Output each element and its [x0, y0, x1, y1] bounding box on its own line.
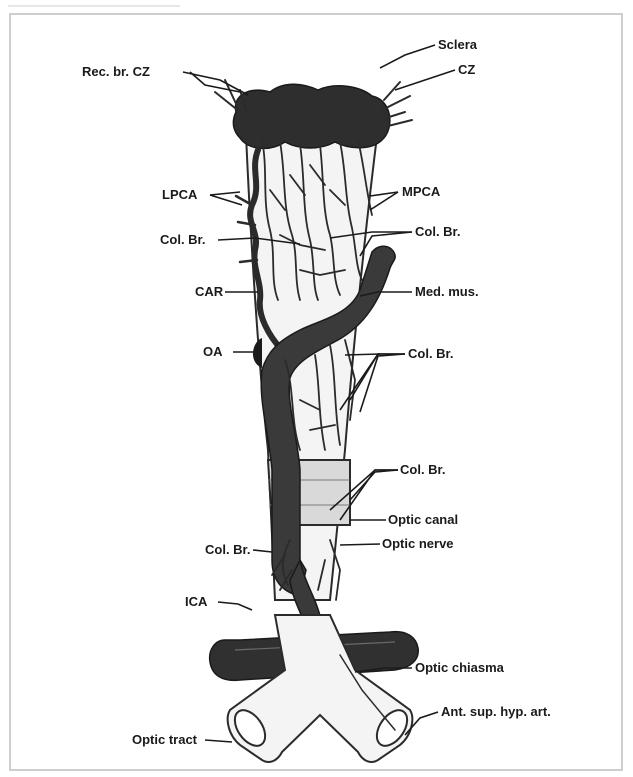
label-cz: CZ — [458, 62, 475, 77]
label-optic-tract: Optic tract — [132, 732, 198, 747]
label-rec-br-cz: Rec. br. CZ — [82, 64, 150, 79]
label-mpca: MPCA — [402, 184, 441, 199]
label-col-br-left-upper: Col. Br. — [160, 232, 206, 247]
label-lpca: LPCA — [162, 187, 198, 202]
label-col-br-right-mid: Col. Br. — [408, 346, 454, 361]
label-col-br-left-lower: Col. Br. — [205, 542, 251, 557]
label-col-br-right-canal: Col. Br. — [400, 462, 446, 477]
label-col-br-right-upper: Col. Br. — [415, 224, 461, 239]
label-ica: ICA — [185, 594, 208, 609]
label-optic-nerve: Optic nerve — [382, 536, 454, 551]
label-oa: OA — [203, 344, 223, 359]
sclera-cz-ring — [233, 84, 389, 148]
label-med-mus: Med. mus. — [415, 284, 479, 299]
label-ant-sup-hyp-art: Ant. sup. hyp. art. — [441, 704, 551, 719]
label-optic-chiasma: Optic chiasma — [415, 660, 505, 675]
label-car: CAR — [195, 284, 224, 299]
label-optic-canal: Optic canal — [388, 512, 458, 527]
label-sclera: Sclera — [438, 37, 478, 52]
